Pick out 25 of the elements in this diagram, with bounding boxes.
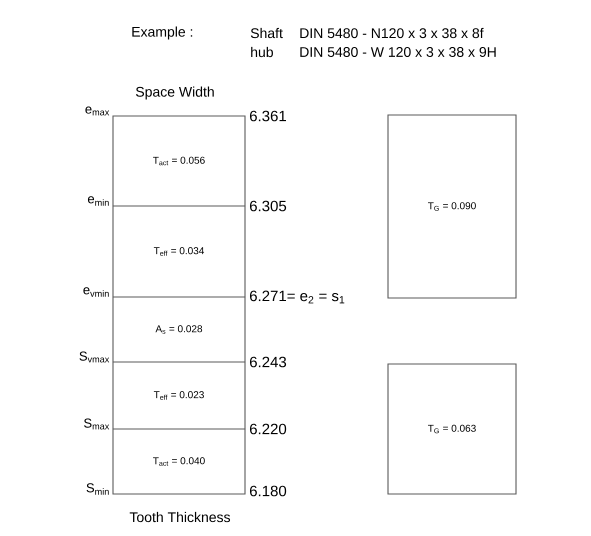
limit-symbol: S$_{max}$	[84, 418, 110, 430]
axis-label: Tooth Thickness	[130, 512, 230, 522]
dimension-value: 6.180	[250, 486, 286, 496]
tolerance-box: T$_{act}$ = 0.056	[112, 115, 246, 207]
heading-text: Example :	[132, 26, 192, 40]
tolerance-box: T$_{eff}$ = 0.023	[112, 361, 246, 430]
heading-text: DIN 5480 - N120 x 3 x 38 x 8f	[300, 28, 484, 38]
axis-label: Space Width	[136, 86, 214, 100]
tolerance-box: A$_{s}$ = 0.028	[112, 296, 246, 363]
heading-text: hub	[251, 46, 273, 58]
dimension-value: 6.243	[250, 356, 286, 368]
tolerance-box: T$_{act}$ = 0.040	[112, 428, 246, 495]
limit-symbol: S$_{vmax}$	[79, 352, 110, 362]
dimension-value: 6.361	[250, 110, 286, 122]
limit-symbol: e$_{min}$	[88, 196, 109, 206]
heading-text: Shaft	[250, 28, 283, 38]
heading-text: DIN 5480 - W 120 x 3 x 38 x 9H	[300, 47, 496, 57]
tolerance-box: T$_{eff}$ = 0.034	[112, 205, 246, 298]
tolerance-box: T$_{G}$ = 0.063	[387, 363, 517, 495]
limit-symbol: e$_{vmin}$	[83, 287, 109, 297]
dimension-value: 6.271= e$_{2}$ = s$_{1}$	[250, 290, 344, 304]
dimension-value: 6.220	[250, 424, 286, 434]
dimension-value: 6.305	[250, 200, 286, 212]
tolerance-box: T$_{G}$ = 0.090	[387, 114, 517, 299]
limit-symbol: e$_{max}$	[85, 106, 110, 116]
